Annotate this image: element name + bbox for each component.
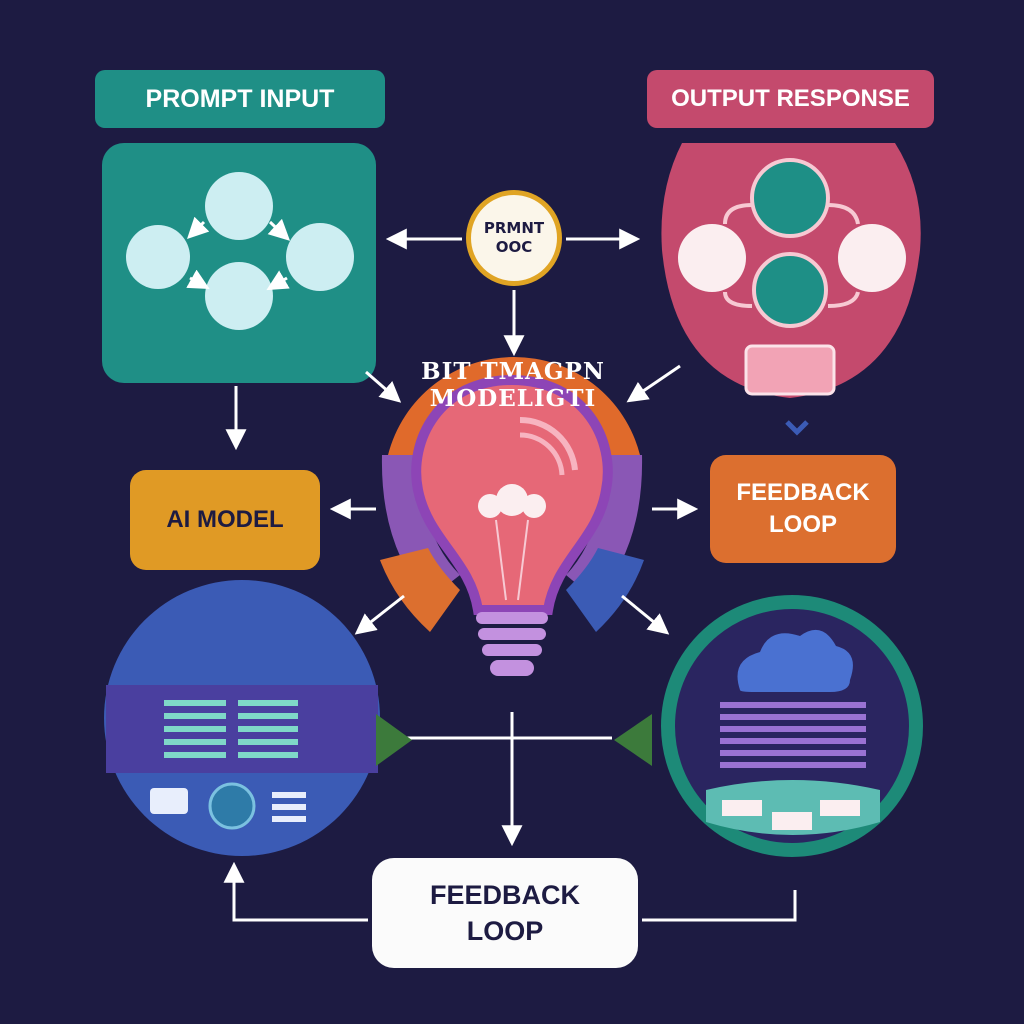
- connector-arrows: [223, 228, 797, 922]
- feedback-bottom-line1: FEEDBACK: [429, 880, 580, 910]
- feedback-right-line2: LOOP: [768, 511, 837, 538]
- output-response-panel: [661, 143, 921, 436]
- prompt-input-header: PROMPT INPUT: [95, 70, 385, 128]
- storage-ring: [661, 595, 923, 857]
- output-response-header: OUTPUT RESPONSE: [647, 70, 934, 128]
- model-core: [380, 356, 644, 676]
- prompt-doc-node: PRMNT OOC: [466, 190, 562, 286]
- ai-model-box: AI MODEL: [130, 470, 320, 570]
- analysis-circle: [104, 580, 380, 856]
- prompt-doc-line1: PRMNT: [483, 219, 545, 237]
- feedback-right-line1: FEEDBACK: [736, 479, 870, 506]
- left-triangle-marker: [376, 714, 412, 766]
- feedback-bottom-line2: LOOP: [466, 916, 544, 946]
- output-response-title: OUTPUT RESPONSE: [671, 85, 910, 112]
- model-arc-label: BIT TMAGPN MODELIGTI: [421, 358, 605, 412]
- prompt-doc-line2: OOC: [495, 238, 533, 256]
- feedback-loop-right-box: FEEDBACK LOOP: [710, 455, 896, 563]
- right-triangle-marker: [614, 714, 652, 766]
- ai-model-label: AI MODEL: [166, 506, 284, 533]
- feedback-loop-bottom-box: FEEDBACK LOOP: [372, 858, 638, 968]
- prompt-input-panel: [102, 143, 376, 383]
- prompt-input-title: PROMPT INPUT: [145, 84, 335, 113]
